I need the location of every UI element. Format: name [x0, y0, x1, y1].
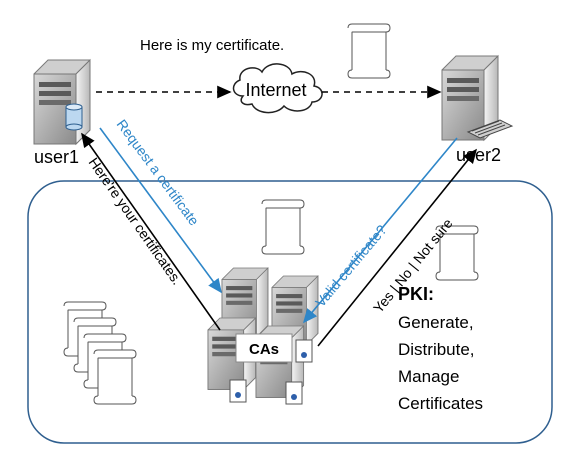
validate-arrow: [302, 137, 458, 324]
pki-line-manage: Manage: [398, 367, 459, 386]
pki-line-generate: Generate,: [398, 313, 474, 332]
pki-line-distribute: Distribute,: [398, 340, 475, 359]
ca-seal-icon: [229, 339, 313, 405]
user1-server-icon: [33, 59, 91, 145]
cas-label: CAs: [249, 341, 279, 358]
certificate-icon-mid: [261, 199, 305, 255]
ca-server-cluster-icon: [207, 267, 319, 405]
certificate-stack-icon: [63, 301, 137, 405]
answer-arrow: [317, 148, 478, 347]
user1-label: user1: [34, 147, 79, 167]
internet-cloud-icon: [232, 63, 323, 114]
database-icon: [65, 103, 83, 131]
certificate-icon-top: [347, 23, 391, 79]
message-label: Here is my certificate.: [140, 37, 284, 54]
pki-title: PKI:: [398, 284, 434, 304]
internet-label: Internet: [245, 80, 306, 100]
keyboard-icon: [466, 119, 514, 139]
issue-arrow: [81, 132, 221, 331]
user2-label: user2: [456, 145, 501, 165]
pki-line-certificates: Certificates: [398, 394, 483, 413]
pki-region: [27, 180, 553, 444]
request-arrow: [99, 127, 222, 294]
